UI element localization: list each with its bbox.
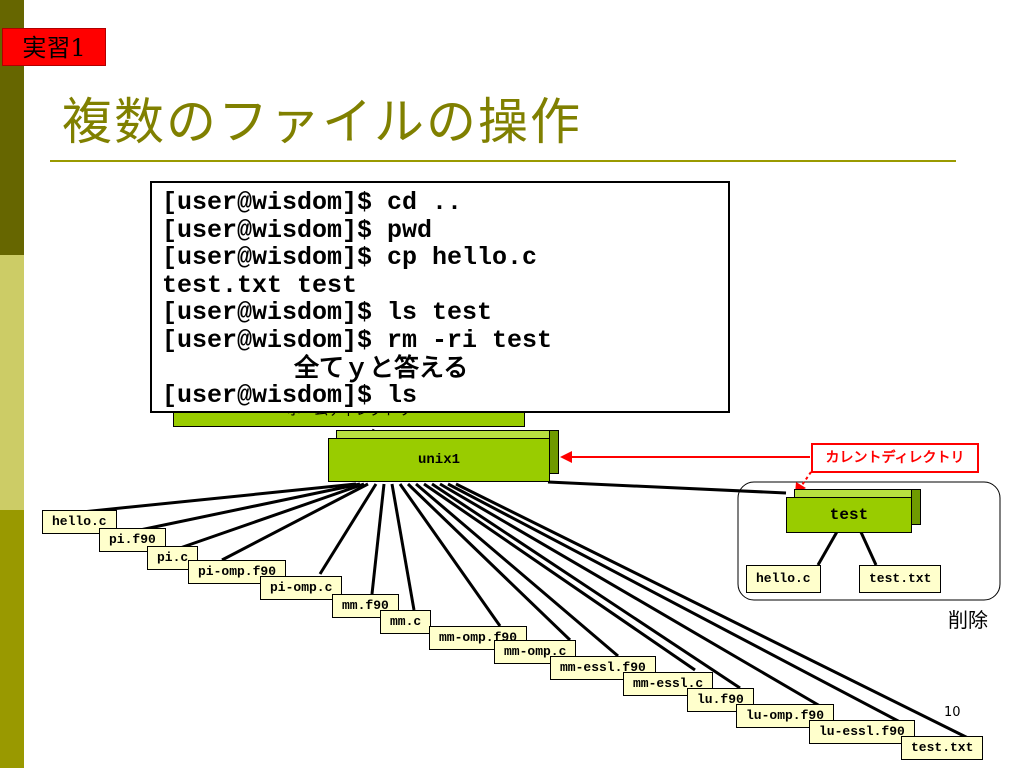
- file-box: hello.c: [42, 510, 117, 534]
- file-box: pi-omp.f90: [188, 560, 287, 584]
- terminal-line: [user@wisdom]$ ls: [162, 380, 418, 410]
- terminal-line: [user@wisdom]$ cp hello.c: [162, 243, 538, 272]
- terminal-line: test.txt test: [162, 270, 358, 300]
- test-child-file: test.txt: [859, 565, 942, 593]
- file-box: lu-essl.f90: [809, 720, 915, 744]
- file-box: lu.f90: [687, 688, 754, 712]
- slide-title: 複数のファイルの操作: [62, 93, 582, 151]
- left-bar-mid: [0, 510, 24, 768]
- terminal-line: [user@wisdom]$ cd ..: [162, 188, 463, 217]
- current-dir-callout: カレントディレクトリ: [811, 443, 979, 473]
- exercise-badge: 実習1: [2, 28, 106, 66]
- file-box: test.txt: [901, 736, 984, 760]
- file-box: pi-omp.c: [260, 576, 343, 600]
- terminal-line: [user@wisdom]$ rm -ri test: [162, 325, 553, 355]
- terminal-box: [user@wisdom]$ cd .. [user@wisdom]$ pwd …: [150, 181, 730, 413]
- terminal-line: [user@wisdom]$ ls test: [162, 298, 493, 327]
- left-bar-light: [0, 255, 24, 510]
- unix1-label: unix1: [417, 452, 460, 468]
- terminal-line: [user@wisdom]$ pwd: [162, 215, 433, 245]
- title-divider: [50, 160, 956, 162]
- file-box: lu-omp.f90: [736, 704, 835, 728]
- test-dir-label: test: [829, 506, 869, 524]
- file-box: mm.c: [380, 610, 432, 634]
- terminal-note: 全てｙと答える: [294, 353, 469, 382]
- page-number: 10: [944, 705, 961, 720]
- delete-label: 削除: [948, 608, 988, 632]
- test-child-file: hello.c: [746, 565, 821, 593]
